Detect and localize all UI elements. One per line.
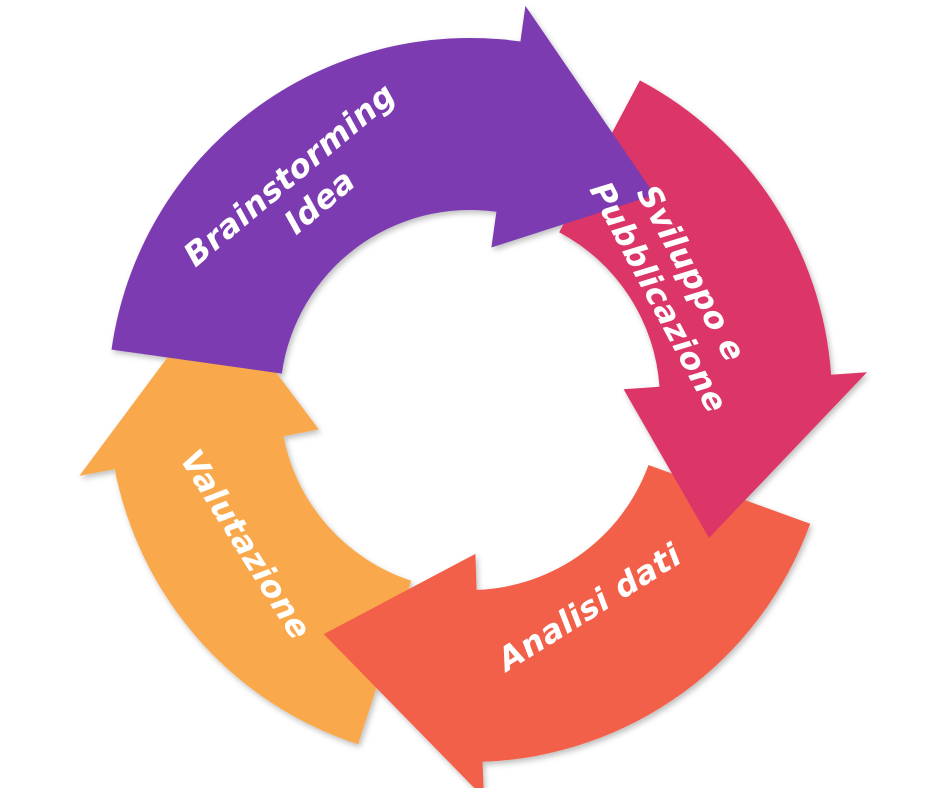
arrow-valutazione bbox=[79, 292, 412, 745]
arrow-analisi bbox=[323, 465, 811, 788]
arrow-brainstorming bbox=[111, 5, 655, 374]
arrows-group bbox=[79, 5, 867, 788]
